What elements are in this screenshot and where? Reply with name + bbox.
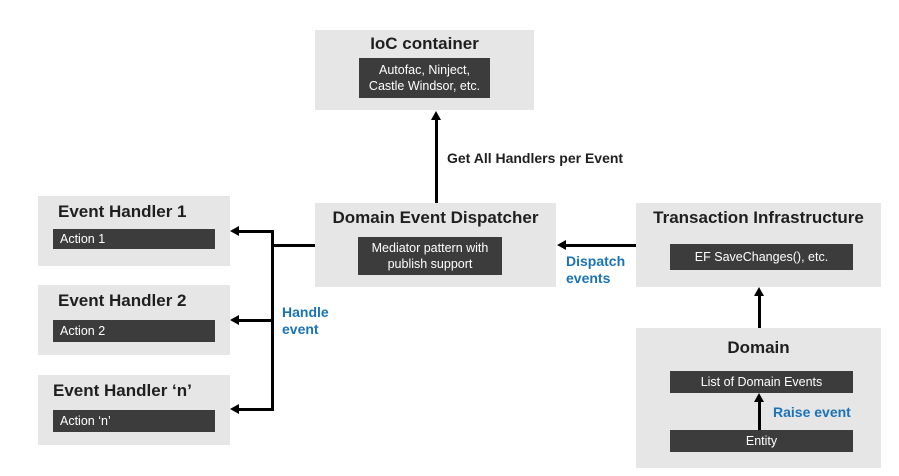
domain-events-list: List of Domain Events <box>670 371 853 393</box>
get-handlers-arrow-line <box>435 120 438 203</box>
domain-to-transaction-arrowhead <box>754 287 764 296</box>
event-handler-n-action: Action ‘n’ <box>53 410 215 432</box>
handle-event-arrowhead-n <box>230 404 239 414</box>
event-handler-1-box: Event Handler 1 Action 1 <box>38 196 230 266</box>
event-handler-2-action: Action 2 <box>53 320 215 342</box>
handle-event-branch-1 <box>238 230 274 233</box>
domain-box: Domain List of Domain Events Raise event… <box>636 328 881 468</box>
transaction-title: Transaction Infrastructure <box>653 208 864 227</box>
get-handlers-arrowhead <box>431 111 441 120</box>
raise-event-label: Raise event <box>773 404 851 420</box>
handle-event-connector <box>271 244 315 247</box>
ioc-container-box: IoC container Autofac, Ninject, Castle W… <box>315 30 534 110</box>
dispatcher-detail: Mediator pattern with publish support <box>358 237 502 275</box>
domain-event-dispatcher-box: Domain Event Dispatcher Mediator pattern… <box>315 203 556 287</box>
raise-event-arrowhead <box>754 393 764 402</box>
entity-box: Entity <box>670 430 853 452</box>
ioc-container-title: IoC container <box>370 34 479 53</box>
ioc-container-detail: Autofac, Ninject, Castle Windsor, etc. <box>359 58 490 98</box>
event-handler-1-title: Event Handler 1 <box>58 202 187 221</box>
event-handler-n-title: Event Handler ‘n’ <box>53 381 192 400</box>
event-handler-n-box: Event Handler ‘n’ Action ‘n’ <box>38 375 230 445</box>
dispatch-events-arrowhead <box>557 240 566 250</box>
dispatch-events-arrow-line <box>565 244 636 247</box>
transaction-detail: EF SaveChanges(), etc. <box>670 244 853 270</box>
dispatch-events-label: Dispatch events <box>566 253 626 286</box>
dispatcher-title: Domain Event Dispatcher <box>332 208 539 227</box>
event-handler-2-title: Event Handler 2 <box>58 291 187 310</box>
handle-event-branch-2 <box>238 319 274 322</box>
handle-event-branch-n <box>238 408 274 411</box>
domain-to-transaction-arrow-line <box>758 296 761 328</box>
event-handler-2-box: Event Handler 2 Action 2 <box>38 285 230 355</box>
domain-title: Domain <box>727 338 790 357</box>
handle-event-label: Handle event <box>282 304 329 337</box>
raise-event-arrow-line <box>758 401 761 430</box>
handle-event-arrowhead-1 <box>230 226 239 236</box>
event-handler-1-action: Action 1 <box>53 229 215 249</box>
transaction-infrastructure-box: Transaction Infrastructure EF SaveChange… <box>636 203 881 287</box>
get-handlers-label: Get All Handlers per Event <box>447 150 624 166</box>
handle-event-arrowhead-2 <box>230 315 239 325</box>
